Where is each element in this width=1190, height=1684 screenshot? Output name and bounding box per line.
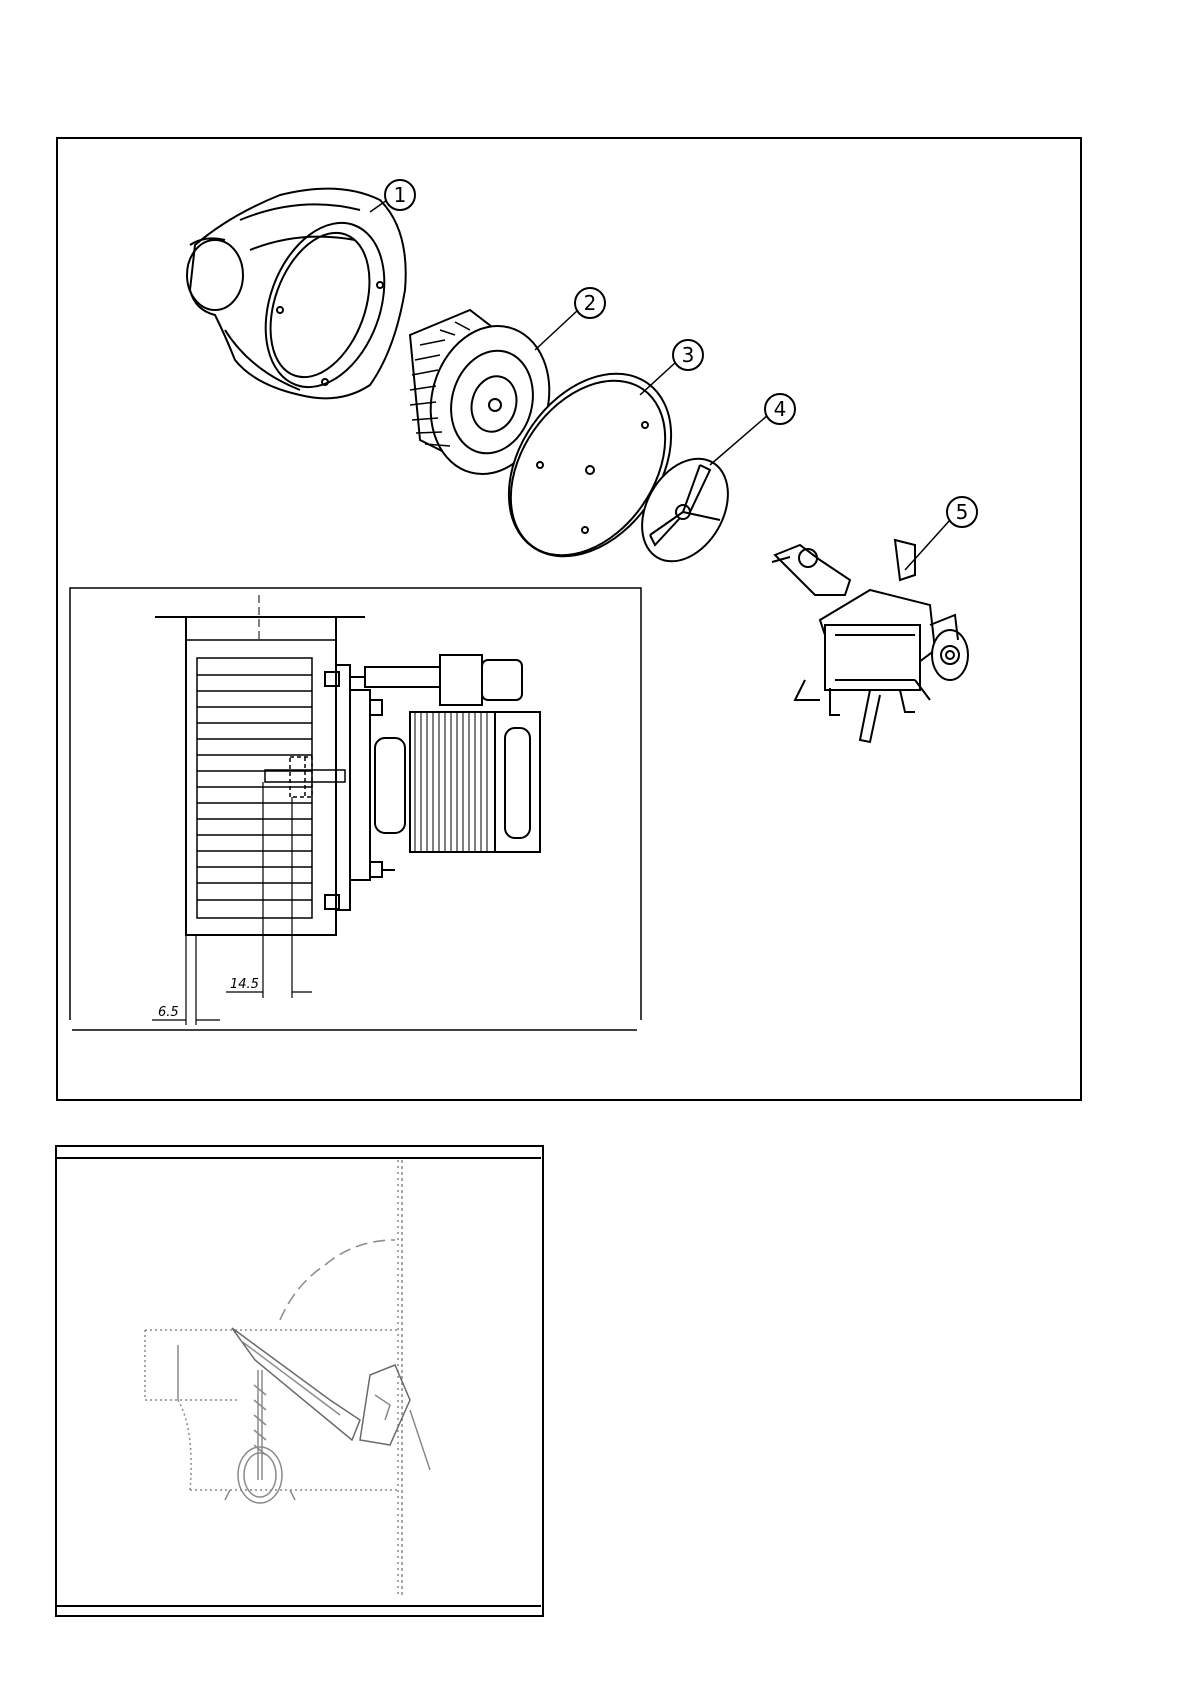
installation-detail-drawing [57, 1158, 541, 1606]
callout-2: 2 [535, 288, 605, 350]
section-inset: 14.5 6.5 [70, 588, 641, 1030]
callout-number-3: 3 [682, 343, 695, 367]
dimension-label-14-5: 14.5 [230, 977, 259, 992]
blower-housing [187, 189, 406, 404]
callout-number-2: 2 [584, 291, 597, 315]
callout-number-5: 5 [956, 500, 969, 524]
callout-number-4: 4 [774, 397, 787, 421]
callout-3: 3 [640, 340, 703, 395]
blower-motor [772, 540, 968, 742]
impeller-section [197, 658, 312, 918]
callout-1: 1 [370, 180, 415, 212]
dimension-label-6-5: 6.5 [158, 1005, 179, 1020]
callout-5: 5 [905, 497, 977, 570]
callout-number-1: 1 [394, 183, 407, 207]
motor-section [350, 655, 540, 877]
callout-4: 4 [710, 394, 795, 465]
